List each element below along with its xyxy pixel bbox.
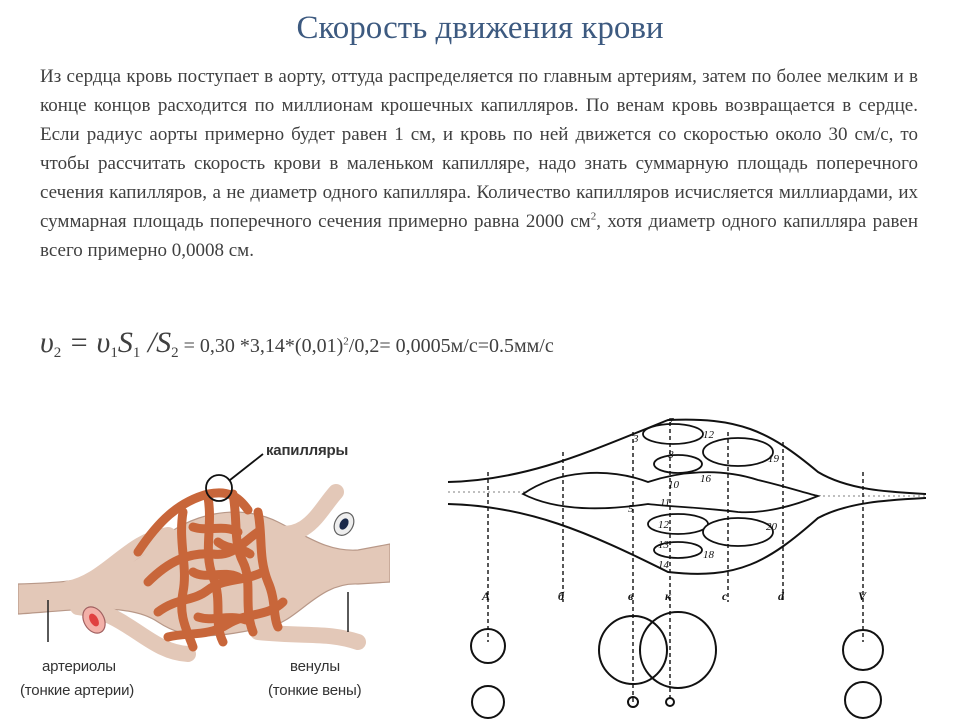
capillary-bed-illustration: капилляры артериолы (тонкие артерии) вен… [17, 432, 391, 720]
capillary-pointer-line [229, 453, 264, 481]
label-arterioles: артериолы [42, 658, 116, 675]
svg-text:12: 12 [703, 429, 715, 441]
svg-text:d: d [778, 589, 785, 603]
svg-text:с: с [722, 589, 728, 603]
paragraph-part-1: Из сердца кровь поступает в аорту, оттуд… [40, 66, 918, 232]
diagram-letters: A б в к с d V [481, 589, 867, 603]
diagram-circles [470, 611, 884, 719]
slide-title: Скорость движения крови [296, 10, 664, 46]
diagram-numbers: 3 7 12 8 16 10 19 5 11 12 13 14 18 20 [628, 416, 780, 571]
svg-text:к: к [665, 589, 672, 603]
svg-text:10: 10 [668, 479, 680, 491]
formula-s2: S [156, 326, 172, 359]
body-paragraph: Из сердца кровь поступает в аорту, оттуд… [40, 62, 918, 265]
svg-text:12: 12 [658, 519, 670, 531]
formula-v2-sub: 2 [53, 345, 62, 361]
svg-text:13: 13 [658, 539, 670, 551]
svg-text:б: б [558, 589, 565, 603]
svg-text:16: 16 [700, 473, 712, 485]
formula-rest-a: = 0,30 *3,14*(0,01) [178, 335, 344, 357]
formula-equals: = [61, 326, 97, 359]
formula-slash: / [140, 326, 157, 359]
svg-text:18: 18 [703, 549, 715, 561]
formula-rest-sup: 2 [343, 335, 349, 348]
svg-text:7: 7 [668, 416, 674, 428]
diagram-outer-upper [447, 418, 927, 495]
formula-v1: υ [96, 326, 111, 359]
label-capillaries: капилляры [266, 442, 349, 459]
diagram-outer-lower [447, 497, 927, 575]
svg-text:20: 20 [766, 521, 778, 533]
formula-s1: S [117, 326, 133, 359]
formula-s2-sub: 2 [171, 345, 179, 361]
diagram-dashed-lines [487, 422, 864, 702]
formula-s1-sub: 1 [132, 345, 141, 361]
svg-text:14: 14 [658, 559, 670, 571]
svg-text:11: 11 [660, 497, 670, 509]
capillary-network [133, 488, 288, 652]
capillary-bed-svg [17, 453, 391, 662]
svg-text:3: 3 [632, 433, 639, 445]
arteriole-lumen [89, 613, 99, 627]
svg-text:5: 5 [628, 503, 634, 515]
svg-text:V: V [858, 589, 867, 603]
svg-text:19: 19 [768, 453, 780, 465]
arteriole-branch-upper [59, 527, 177, 599]
cross-section-svg: 3 7 12 8 16 10 19 5 11 12 13 14 18 20 [447, 416, 927, 719]
svg-text:A: A [481, 589, 490, 603]
paragraph-part-2: , хотя диаметр одного капилляра равен вс… [40, 211, 918, 261]
formula-v2: υ [40, 326, 54, 359]
venule-lumen [339, 518, 349, 530]
label-venules: венулы [290, 658, 340, 675]
cross-section-diagram: 3 7 12 8 16 10 19 5 11 12 13 14 18 20 [438, 412, 927, 720]
label-arterioles-sub: (тонкие артерии) [20, 682, 135, 699]
formula-v1-sub: 1 [110, 345, 118, 361]
formula-rest-b: /0,2= 0,0005м/с=0.5мм/с [348, 335, 554, 357]
capillary-highlight-circle [205, 474, 233, 502]
paragraph-superscript: 2 [590, 210, 597, 223]
label-venules-sub: (тонкие вены) [268, 682, 362, 699]
venule-branch-lower [250, 624, 366, 650]
svg-text:8: 8 [668, 449, 674, 461]
svg-text:в: в [628, 589, 634, 603]
velocity-formula: υ2 = υ1S1 /S2 = 0,30 *3,14*(0,01)2/0,2= … [40, 326, 554, 362]
venule-branch-upper [260, 484, 344, 542]
